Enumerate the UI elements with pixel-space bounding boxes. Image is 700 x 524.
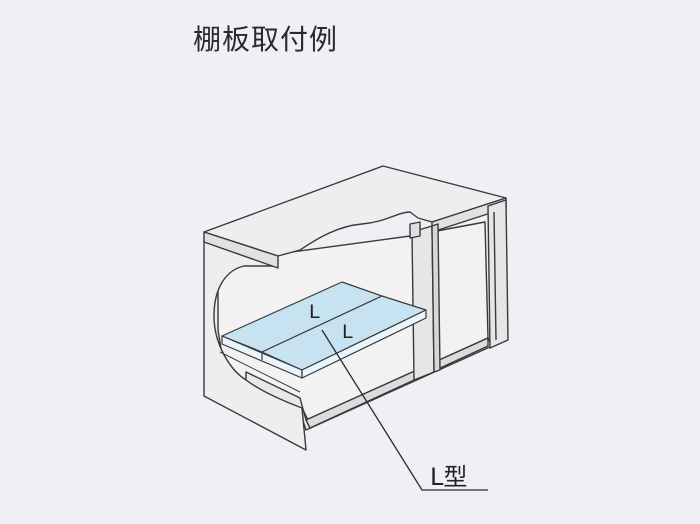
callout-label: L型: [430, 463, 467, 491]
cabinet-left-side-panel: [203, 239, 307, 451]
callout-leader-line: [321, 329, 488, 491]
shelf-side-edge: [301, 309, 427, 379]
shelf-mark-left: L: [309, 301, 320, 323]
cabinet-right-side-panel: [487, 199, 509, 349]
cabinet-top-surface: [203, 165, 507, 257]
cabinet-right-post: [411, 225, 435, 381]
cabinet-top-front-edge-left: [203, 231, 279, 269]
shelf-mark-right: L: [342, 321, 353, 343]
page-title: 棚板取付例: [193, 23, 339, 56]
